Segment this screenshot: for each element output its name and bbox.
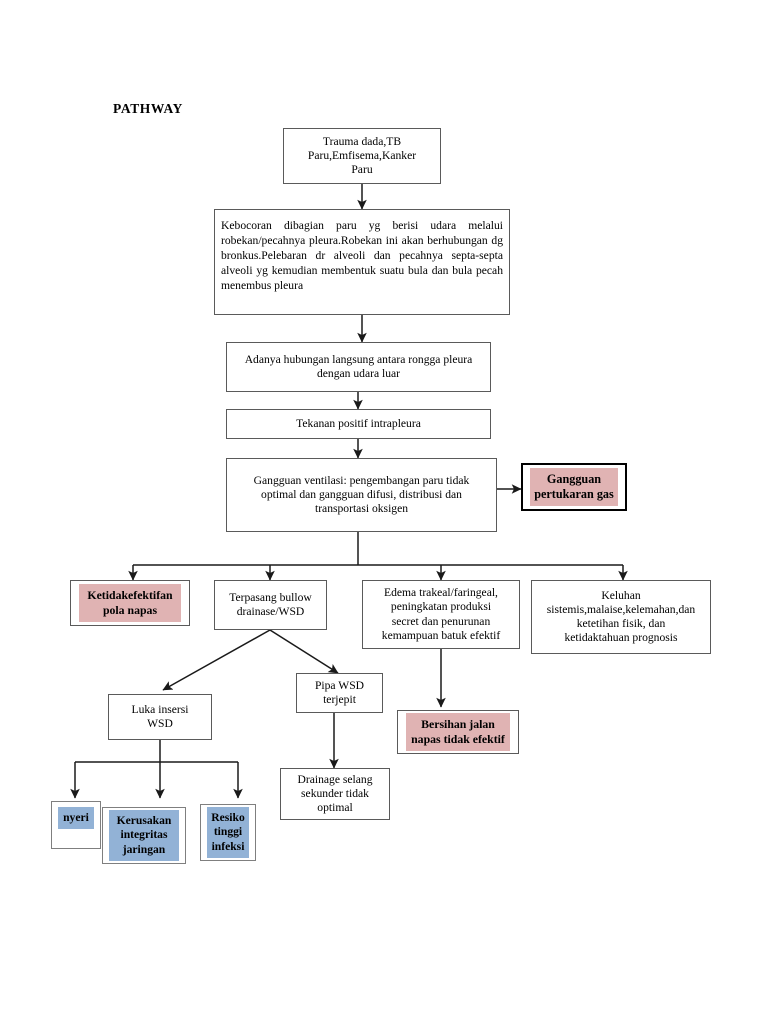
node-insertion-wound: Luka insersi WSD bbox=[108, 694, 212, 740]
node-breathing-pattern-label: Ketidakefektifan pola napas bbox=[79, 584, 181, 622]
node-leak-label: Kebocoran dibagian paru yg berisi udara … bbox=[221, 219, 503, 293]
node-connection: Adanya hubungan langsung antara rongga p… bbox=[226, 342, 491, 392]
node-ventilation-label: Gangguan ventilasi: pengembangan paru ti… bbox=[253, 473, 470, 516]
node-edema: Edema trakeal/faringeal, peningkatan pro… bbox=[362, 580, 520, 649]
node-connection-label: Adanya hubungan langsung antara rongga p… bbox=[244, 352, 473, 380]
node-tissue-integrity-label: Kerusakan integritas jaringan bbox=[109, 810, 179, 861]
node-infection-risk-label: Resiko tinggi infeksi bbox=[207, 807, 249, 858]
node-drainage-suboptimal: Drainage selang sekunder tidak optimal bbox=[280, 768, 390, 820]
node-ventilation: Gangguan ventilasi: pengembangan paru ti… bbox=[226, 458, 497, 532]
node-cause-label: Trauma dada,TB Paru,Emfisema,Kanker Paru bbox=[307, 134, 417, 177]
node-airway-clearance: Bersihan jalan napas tidak efektif bbox=[397, 710, 519, 754]
node-gas-exchange-label: Gangguan pertukaran gas bbox=[530, 467, 618, 507]
node-edema-label: Edema trakeal/faringeal, peningkatan pro… bbox=[381, 586, 501, 642]
node-pressure-label: Tekanan positif intrapleura bbox=[296, 416, 421, 430]
node-breathing-pattern: Ketidakefektifan pola napas bbox=[70, 580, 190, 626]
node-wsd-installed: Terpasang bullow drainase/WSD bbox=[214, 580, 327, 630]
node-gas-exchange: Gangguan pertukaran gas bbox=[521, 463, 627, 511]
node-wsd-installed-label: Terpasang bullow drainase/WSD bbox=[229, 590, 312, 618]
node-drainage-suboptimal-label: Drainage selang sekunder tidak optimal bbox=[297, 772, 373, 815]
node-pain-label: nyeri bbox=[58, 807, 94, 830]
node-airway-clearance-label: Bersihan jalan napas tidak efektif bbox=[406, 713, 510, 751]
node-leak: Kebocoran dibagian paru yg berisi udara … bbox=[214, 209, 510, 315]
node-complaints-label: Keluhan sistemis,malaise,kelemahan,dan k… bbox=[546, 588, 696, 645]
node-pipe-pinched: Pipa WSD terjepit bbox=[296, 673, 383, 713]
node-pipe-pinched-label: Pipa WSD terjepit bbox=[314, 678, 365, 706]
node-pressure: Tekanan positif intrapleura bbox=[226, 409, 491, 439]
node-insertion-wound-label: Luka insersi WSD bbox=[131, 702, 189, 730]
page-title: PATHWAY bbox=[113, 101, 183, 116]
node-cause: Trauma dada,TB Paru,Emfisema,Kanker Paru bbox=[283, 128, 441, 184]
node-tissue-integrity: Kerusakan integritas jaringan bbox=[102, 807, 186, 864]
node-infection-risk: Resiko tinggi infeksi bbox=[200, 804, 256, 861]
node-pain: nyeri bbox=[51, 801, 101, 849]
node-complaints: Keluhan sistemis,malaise,kelemahan,dan k… bbox=[531, 580, 711, 654]
